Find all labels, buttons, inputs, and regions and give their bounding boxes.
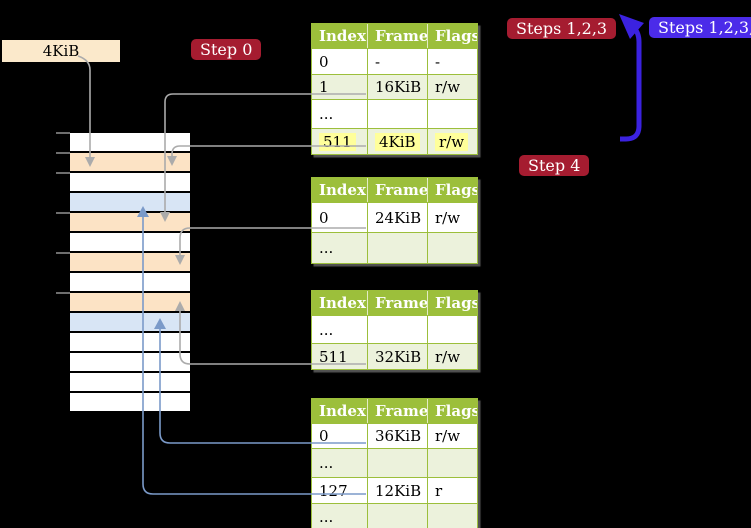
table-cell: r — [427, 478, 477, 503]
step-4-badge: Step 4 — [519, 155, 590, 176]
memory-frame-row — [70, 333, 190, 351]
memory-frame-row — [70, 293, 190, 311]
table-row: ... — [312, 99, 477, 128]
column-header: Index — [319, 181, 366, 199]
table-cell: - — [427, 49, 477, 74]
table-row: ... — [312, 315, 477, 343]
steps-123-badge: Steps 1,2,3 — [507, 18, 617, 39]
table-cell: 0 — [319, 427, 329, 445]
table-cell — [427, 233, 477, 263]
table-cell: r/w — [427, 424, 477, 448]
table-row: 0 -- — [312, 48, 477, 74]
column-header: Flags — [427, 178, 477, 202]
table-cell: 511 — [312, 129, 367, 154]
memory-frame-row — [70, 273, 190, 291]
table-cell: ... — [319, 239, 334, 257]
table-cell — [367, 100, 427, 128]
table-cell: r/w — [427, 344, 477, 369]
table-cell — [427, 449, 477, 477]
column-header: Index — [319, 402, 366, 420]
table-cell: 0 — [319, 208, 329, 227]
table-cell — [367, 233, 427, 263]
table-cell: ... — [319, 320, 334, 339]
table-row: ... — [312, 503, 477, 528]
table-cell: 24KiB — [367, 203, 427, 232]
table-cell: 1 — [319, 78, 329, 96]
table-cell: 12KiB — [367, 478, 427, 503]
column-header: Frame — [367, 291, 427, 315]
table-cell: r/w — [427, 75, 477, 99]
column-header: Flags — [427, 24, 477, 48]
column-header: Flags — [427, 399, 477, 423]
table-cell — [367, 504, 427, 528]
memory-frame-row — [70, 173, 190, 191]
memory-frame-row — [70, 373, 190, 391]
memory-frame-row — [70, 353, 190, 371]
table-cell: 127 — [319, 481, 348, 500]
column-header: Frame — [367, 178, 427, 202]
table-cell: ... — [319, 454, 334, 472]
memory-frame-row — [70, 313, 190, 331]
table-cell — [427, 504, 477, 528]
column-header: Frame — [367, 399, 427, 423]
memory-frame-row — [70, 253, 190, 271]
table-cell: 511 — [319, 347, 348, 366]
table-cell: 32KiB — [367, 344, 427, 369]
table-row: ... — [312, 448, 477, 477]
table-cell: 36KiB — [367, 424, 427, 448]
memory-frame-row — [70, 233, 190, 251]
column-header: Index — [319, 294, 366, 312]
column-header: Frame — [367, 24, 427, 48]
memory-tick-marks — [56, 132, 70, 294]
memory-address-label: 4KiB — [2, 40, 120, 62]
table-cell: r/w — [427, 129, 477, 154]
memory-frame-row — [70, 133, 190, 151]
memory-frame-row — [70, 213, 190, 231]
table-cell: 16KiB — [367, 75, 427, 99]
steps-1234-badge: Steps 1,2,3,4 — [649, 17, 751, 38]
column-header: Flags — [427, 291, 477, 315]
table-cell — [427, 316, 477, 343]
table-cell — [367, 316, 427, 343]
memory-frame-row — [70, 153, 190, 171]
table-cell — [427, 100, 477, 128]
table-cell — [367, 449, 427, 477]
table-cell: r/w — [427, 203, 477, 232]
table-cell: 4KiB — [367, 129, 427, 154]
steps-arrow — [619, 14, 644, 142]
memory-frame-row — [70, 393, 190, 411]
physical-memory-column — [70, 133, 190, 413]
table-cell: 0 — [319, 52, 329, 71]
memory-frame-row — [70, 193, 190, 211]
table-row: ... — [312, 232, 477, 263]
table-cell: ... — [319, 105, 334, 123]
table-cell: ... — [319, 507, 334, 526]
column-header: Index — [319, 27, 366, 45]
table-cell: - — [367, 49, 427, 74]
step-0-badge: Step 0 — [191, 39, 262, 60]
